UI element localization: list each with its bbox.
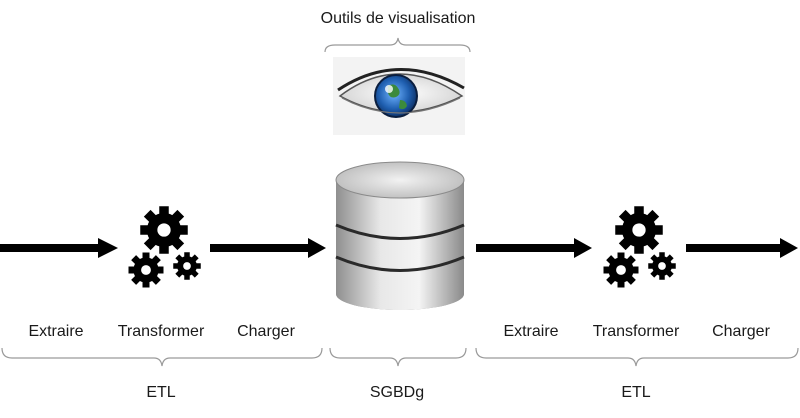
left-etl-label: ETL	[146, 384, 176, 401]
arrow-from-db-right	[476, 238, 592, 258]
left-step-extract: Extraire	[28, 323, 84, 340]
database-cylinder-icon	[335, 161, 465, 310]
right-step-extract: Extraire	[503, 323, 559, 340]
left-step-transform: Transformer	[117, 323, 205, 340]
arrow-to-db-left	[210, 238, 326, 258]
left-arrows	[0, 238, 326, 258]
top-brace	[324, 37, 471, 53]
viz-tools-label: Outils de visualisation	[320, 10, 476, 27]
gears-icon-left	[128, 206, 201, 288]
left-step-load: Charger	[237, 323, 295, 340]
db-brace	[329, 347, 467, 367]
gears-icon-right	[603, 206, 676, 288]
database-label: SGBDg	[369, 384, 425, 401]
arrow-in-left	[0, 238, 118, 258]
right-etl-label: ETL	[621, 384, 651, 401]
right-etl-brace	[475, 347, 799, 367]
right-arrows	[476, 238, 798, 258]
right-step-transform: Transformer	[592, 323, 680, 340]
arrow-out-right	[686, 238, 798, 258]
left-etl-brace	[1, 347, 323, 367]
right-step-load: Charger	[712, 323, 770, 340]
eye-earth-icon	[333, 57, 465, 135]
